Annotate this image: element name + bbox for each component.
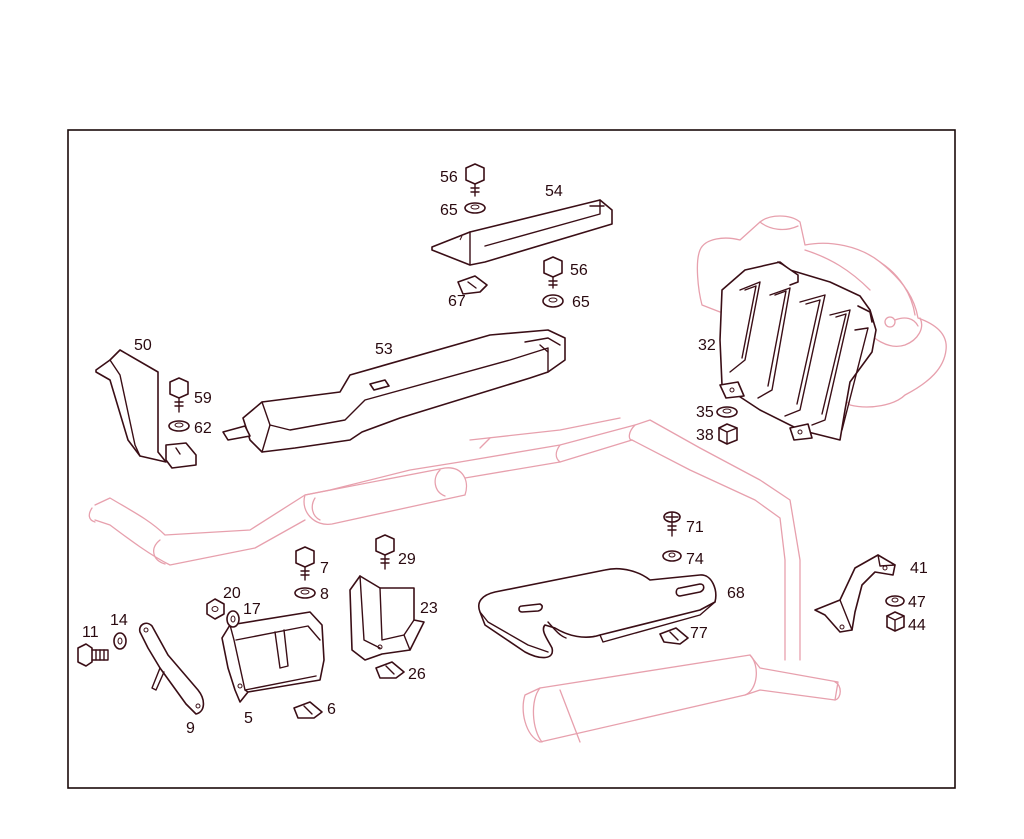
part-32-ribbed-heat-shield bbox=[719, 261, 877, 441]
callout-32: 32 bbox=[698, 337, 716, 354]
callout-38: 38 bbox=[696, 427, 714, 444]
callout-62: 62 bbox=[194, 420, 212, 437]
part-14-washer bbox=[113, 632, 127, 650]
callout-68: 68 bbox=[727, 585, 745, 602]
callout-59: 59 bbox=[194, 390, 212, 407]
part-56-bolt-mid bbox=[543, 256, 563, 289]
callout-9: 9 bbox=[186, 720, 195, 737]
part-68-rear-heat-shield bbox=[478, 567, 717, 659]
callout-5: 5 bbox=[244, 710, 253, 727]
callout-50: 50 bbox=[134, 337, 152, 354]
callout-65-top: 65 bbox=[440, 202, 458, 219]
part-56-bolt-top bbox=[465, 163, 485, 197]
callout-20: 20 bbox=[223, 585, 241, 602]
callout-labels: 56 65 54 67 56 65 50 59 62 53 32 35 38 7… bbox=[82, 169, 928, 737]
part-35-washer bbox=[716, 406, 738, 418]
part-54-heat-shield bbox=[431, 199, 613, 266]
background-exhaust-system bbox=[88, 215, 947, 743]
part-6-clip bbox=[293, 701, 323, 719]
part-62-washer bbox=[168, 420, 190, 432]
callout-53: 53 bbox=[375, 341, 393, 358]
callout-8: 8 bbox=[320, 586, 329, 603]
front-pipe bbox=[94, 461, 461, 536]
callout-35: 35 bbox=[696, 404, 714, 421]
part-26-clip bbox=[375, 661, 405, 679]
part-8-washer bbox=[294, 587, 316, 599]
rear-muffler bbox=[522, 654, 757, 743]
part-71-screw bbox=[663, 511, 681, 537]
callout-71: 71 bbox=[686, 519, 704, 536]
callout-17: 17 bbox=[243, 601, 261, 618]
part-74-washer bbox=[662, 550, 682, 562]
callout-54: 54 bbox=[545, 183, 563, 200]
part-17-washer bbox=[226, 610, 240, 628]
part-7-bolt bbox=[295, 546, 315, 581]
callout-29: 29 bbox=[398, 551, 416, 568]
diagram-frame bbox=[67, 129, 956, 789]
part-50-bracket bbox=[95, 349, 197, 469]
part-29-bolt bbox=[375, 534, 395, 570]
callout-56-mid: 56 bbox=[570, 262, 588, 279]
callout-41: 41 bbox=[910, 560, 928, 577]
callout-65-mid: 65 bbox=[572, 294, 590, 311]
part-44-nut bbox=[886, 611, 905, 632]
callout-11: 11 bbox=[82, 624, 99, 641]
callout-74: 74 bbox=[686, 551, 704, 568]
part-23-heat-shield bbox=[349, 575, 425, 661]
callout-23: 23 bbox=[420, 600, 438, 617]
part-65-washer-top bbox=[464, 202, 486, 214]
part-11-bolt bbox=[77, 643, 109, 667]
callout-26: 26 bbox=[408, 666, 426, 683]
callout-77: 77 bbox=[690, 625, 708, 642]
callout-47: 47 bbox=[908, 594, 926, 611]
part-77-clip bbox=[659, 627, 689, 645]
part-20-nut bbox=[206, 598, 225, 620]
part-5-heat-shield bbox=[221, 611, 325, 703]
part-59-bolt bbox=[169, 377, 189, 413]
callout-67: 67 bbox=[448, 293, 466, 310]
part-67-clip bbox=[457, 275, 488, 295]
callout-14: 14 bbox=[110, 612, 128, 629]
front-muffler bbox=[303, 467, 468, 525]
part-41-hanger-bracket bbox=[814, 554, 896, 633]
part-53-center-heat-shield bbox=[222, 329, 566, 453]
part-47-washer bbox=[885, 595, 905, 607]
callout-7: 7 bbox=[320, 560, 329, 577]
callout-44: 44 bbox=[908, 617, 926, 634]
callout-56-top: 56 bbox=[440, 169, 458, 186]
part-9-mounting-strap bbox=[138, 622, 205, 715]
part-38-nut bbox=[718, 423, 738, 445]
callout-6: 6 bbox=[327, 701, 336, 718]
part-65-washer-mid bbox=[542, 294, 564, 308]
